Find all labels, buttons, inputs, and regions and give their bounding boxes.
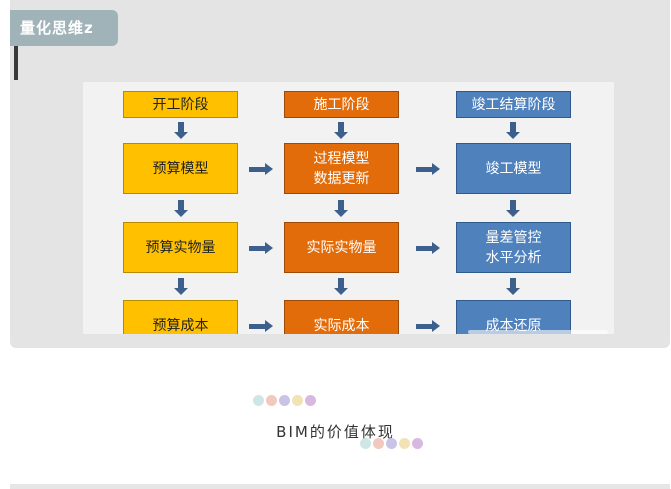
box-construction-stage: 施工阶段 (284, 91, 399, 118)
arrow-down-icon (174, 122, 188, 139)
decorative-dots-bottom (360, 438, 423, 449)
decorative-dot (412, 438, 423, 449)
box-completion-stage: 竣工结算阶段 (456, 91, 571, 118)
decorative-dot (373, 438, 384, 449)
box-variance-control: 量差管控 水平分析 (456, 222, 571, 273)
decorative-dot (253, 395, 264, 406)
box-process-model: 过程模型 数据更新 (284, 143, 399, 194)
decorative-dot (399, 438, 410, 449)
tag-fold-decoration (14, 46, 18, 80)
arrow-right-icon (249, 163, 273, 175)
box-actual-quantity: 实际实物量 (284, 222, 399, 273)
decorative-dot (279, 395, 290, 406)
article-card: 量化思维z 开工阶段 预算模型 预算实物量 预算成本 施工阶段 过程模型 数据更… (10, 0, 670, 348)
decorative-dot (386, 438, 397, 449)
arrow-down-icon (334, 278, 348, 295)
decorative-dot (305, 395, 316, 406)
box-budget-model: 预算模型 (123, 143, 238, 194)
arrow-down-icon (174, 200, 188, 217)
decorative-dot (360, 438, 371, 449)
box-actual-cost: 实际成本 (284, 300, 399, 334)
box-start-stage: 开工阶段 (123, 91, 238, 118)
watermark-strip (468, 330, 608, 334)
arrow-down-icon (174, 278, 188, 295)
decorative-dot (292, 395, 303, 406)
arrow-down-icon (506, 122, 520, 139)
box-cost-restore: 成本还原 (456, 300, 571, 334)
bottom-divider (10, 484, 670, 489)
arrow-down-icon (506, 200, 520, 217)
decorative-dot (266, 395, 277, 406)
box-completion-model: 竣工模型 (456, 143, 571, 194)
arrow-down-icon (334, 122, 348, 139)
arrow-right-icon (416, 320, 440, 332)
box-budget-quantity: 预算实物量 (123, 222, 238, 273)
arrow-right-icon (249, 242, 273, 254)
author-tag[interactable]: 量化思维z (10, 10, 118, 46)
arrow-down-icon (506, 278, 520, 295)
arrow-right-icon (249, 320, 273, 332)
image-caption: BIM的价值体现 (276, 423, 395, 441)
box-budget-cost: 预算成本 (123, 300, 238, 334)
arrow-right-icon (416, 242, 440, 254)
arrow-down-icon (334, 200, 348, 217)
bim-flow-diagram: 开工阶段 预算模型 预算实物量 预算成本 施工阶段 过程模型 数据更新 实际实物… (83, 82, 614, 334)
arrow-right-icon (416, 163, 440, 175)
decorative-dots-top (253, 395, 316, 406)
